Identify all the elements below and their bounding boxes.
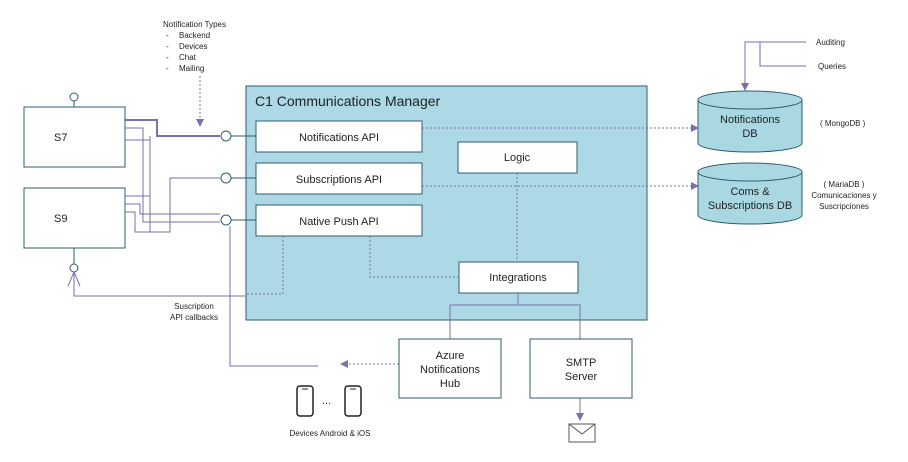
notifications-db-note: ( MongoDB ) (820, 119, 866, 128)
svg-text:-: - (166, 64, 169, 73)
azure-label-line1: Azure (436, 350, 465, 362)
service-s7-label: S7 (54, 132, 67, 144)
svg-text:-: - (166, 31, 169, 40)
notification-types-title: Notification Types (163, 20, 226, 29)
service-connectors (73, 119, 246, 297)
azure-label-line3: Hub (440, 378, 460, 390)
integration-connectors (229, 226, 584, 421)
notifications-api-label: Notifications API (299, 132, 379, 144)
notifications-api-interface-icon (220, 130, 232, 142)
logic-label: Logic (504, 152, 531, 164)
coms-db-label-line2: Subscriptions DB (708, 200, 792, 212)
service-s9-box (23, 187, 126, 249)
queries-label: Queries (818, 62, 846, 71)
smtp-server-box (529, 338, 633, 399)
subscriptions-api-interface-icon (220, 172, 232, 184)
envelope-icon (568, 423, 596, 443)
subscriptions-api-box (255, 162, 423, 195)
smtp-label-line2: Server (565, 371, 598, 383)
coms-db-note-line2: Comunicaciones y (811, 191, 876, 200)
subscriptions-api-label: Subscriptions API (296, 174, 382, 186)
notification-type-item: Chat (179, 53, 197, 62)
svg-text:-: - (166, 42, 169, 51)
native-push-api-interface-icon (220, 214, 232, 226)
azure-label-line2: Notifications (420, 364, 480, 376)
auditing-label: Auditing (816, 38, 845, 47)
svg-text:-: - (166, 53, 169, 62)
s7-interface-icon (69, 92, 79, 102)
coms-db-note-line3: Suscripciones (819, 202, 869, 211)
notification-type-item: Mailing (179, 64, 204, 73)
integrations-label: Integrations (489, 272, 547, 284)
native-push-api-box (255, 204, 423, 237)
notifications-api-box (255, 120, 423, 153)
callbacks-label-line1: Suscription (174, 302, 214, 311)
azure-notifications-hub-box (398, 338, 502, 399)
notification-types-note: Notification Types - Backend - Devices -… (163, 20, 226, 73)
devices-ellipsis: ... (322, 395, 331, 407)
coms-db-note-line1: ( MariaDB ) (824, 180, 865, 189)
phone-icon (296, 385, 314, 417)
service-s7-box (23, 106, 126, 168)
internal-dashed-links (246, 124, 699, 295)
smtp-label-line1: SMTP (566, 357, 597, 369)
auditing-queries-connectors (741, 41, 806, 91)
devices-label: Devices Android & iOS (290, 429, 371, 438)
native-push-api-label: Native Push API (299, 216, 379, 228)
coms-db-label-line1: Coms & (730, 186, 770, 198)
notifications-db-label-line2: DB (742, 128, 757, 140)
phone-icon (344, 385, 362, 417)
notification-type-item: Backend (179, 31, 210, 40)
notifications-db: Notifications DB (697, 90, 803, 153)
notifications-db-label-line1: Notifications (720, 114, 780, 126)
service-s9-label: S9 (54, 213, 67, 225)
manager-title: C1 Communications Manager (255, 93, 441, 109)
coms-subscriptions-db: Coms & Subscriptions DB (697, 162, 803, 225)
notification-type-item: Devices (179, 42, 207, 51)
callbacks-label-line2: API callbacks (170, 313, 218, 322)
logic-box (457, 141, 578, 174)
